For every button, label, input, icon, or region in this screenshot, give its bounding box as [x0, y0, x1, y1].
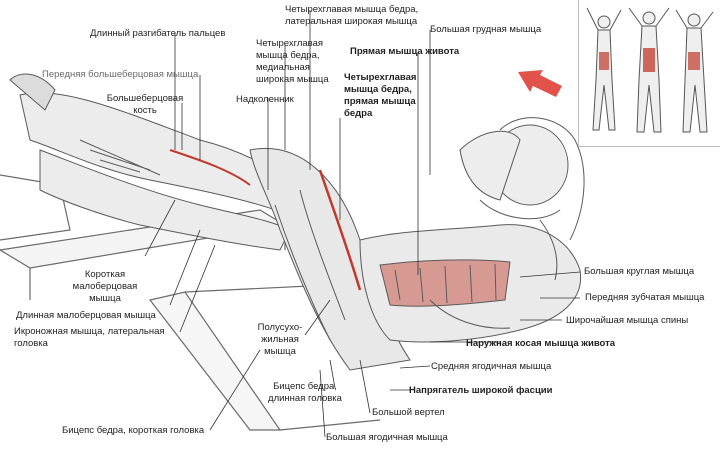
label-semitendinosus: Полусухо- жильная мышца — [252, 322, 308, 358]
reference-figures-inset — [578, 0, 720, 147]
label-quad-lateral: Четырехглавая мышца бедра, латеральная ш… — [285, 4, 418, 28]
label-teres-major: Большая круглая мышца — [584, 266, 694, 278]
label-gastrocnemius: Икроножная мышца, латеральная головка — [14, 326, 165, 350]
label-extensor-digitorum: Длинный разгибатель пальцев — [90, 28, 225, 40]
label-serratus: Передняя зубчатая мышца — [585, 292, 704, 304]
label-peroneus-longus: Длинная малоберцовая мышца — [16, 310, 156, 322]
label-biceps-short: Бицепс бедра, короткая головка — [62, 425, 204, 437]
label-latissimus: Широчайшая мышца спины — [566, 315, 688, 327]
label-external-oblique: Наружная косая мышца живота — [466, 338, 615, 350]
label-quad-rectus: Четырехглавая мышца бедра, прямая мышца … — [344, 72, 416, 120]
label-tibialis-anterior: Передняя большеберцовая мышца — [42, 69, 198, 81]
label-biceps-long: Бицепс бедра, длинная головка — [262, 381, 348, 405]
label-pectoralis-major: Большая грудная мышца — [430, 24, 541, 36]
label-tfl: Напрягатель широкой фасции — [409, 385, 552, 397]
label-tibia: Большеберцовая кость — [100, 93, 190, 117]
reference-figures — [579, 0, 720, 146]
label-rectus-abdominis: Прямая мышца живота — [350, 46, 459, 58]
direction-arrow-icon — [518, 70, 562, 97]
label-patella: Надколенник — [236, 94, 294, 106]
label-trochanter: Большой вертел — [372, 407, 445, 419]
label-gluteus-medius: Средняя ягодичная мышца — [431, 361, 551, 373]
label-peroneus-brevis: Короткая малоберцовая мышца — [70, 269, 140, 305]
torso — [360, 225, 581, 342]
label-gluteus-maximus: Большая ягодичная мышца — [326, 432, 448, 444]
label-quad-medial: Четырехглавая мышца бедра, медиальная ши… — [256, 38, 329, 86]
